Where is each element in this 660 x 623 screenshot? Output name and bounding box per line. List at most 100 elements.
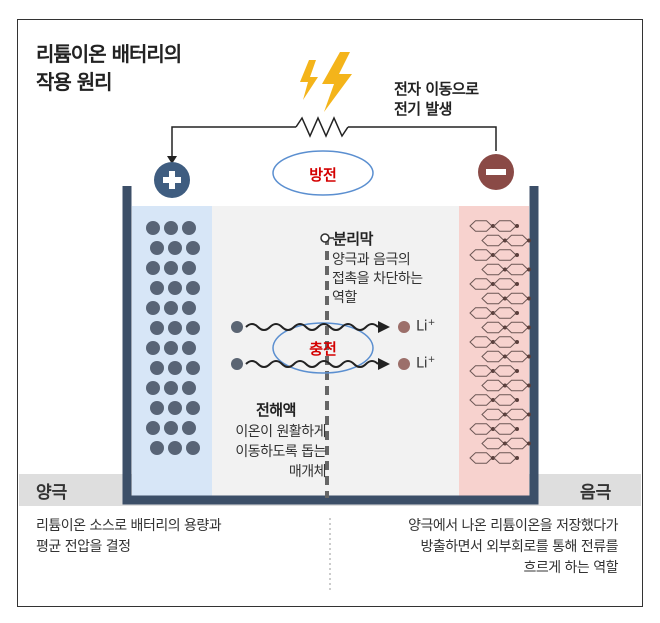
anode-hexagon — [493, 336, 517, 348]
anode-ion-dot — [503, 441, 507, 446]
anode-ion-dot — [491, 253, 495, 257]
cathode-particle — [182, 341, 196, 355]
resistor-icon — [295, 116, 349, 138]
cathode-particle — [186, 321, 200, 335]
anode-desc-line: 양극에서 나온 리튬이온을 저장했다가 — [408, 518, 618, 534]
anode-ion-dot — [491, 456, 495, 460]
cathode-particle — [182, 421, 196, 435]
cathode-particle — [150, 281, 164, 295]
anode-ion-dot — [491, 427, 495, 431]
anode-ion-dot — [503, 296, 507, 301]
cathode-particle — [186, 281, 200, 295]
anode-ion-dot — [491, 369, 495, 373]
anode-hexagon — [505, 321, 529, 334]
cathode-particle — [168, 241, 182, 255]
anode-ion-dot — [503, 325, 507, 330]
info-line: 전자 이동으로 — [394, 80, 479, 98]
anode-hexagon — [505, 234, 529, 247]
cathode-particle — [146, 261, 160, 275]
diagram-title: 리튬이온 배터리의 작용 원리 — [36, 40, 182, 96]
anode-hexagon — [481, 321, 505, 334]
cathode-particle — [182, 301, 196, 315]
circuit-wire-left — [171, 126, 296, 161]
anode-hexagon — [505, 379, 529, 392]
anode-hexagon — [505, 350, 529, 363]
anode-hexagon — [469, 220, 493, 232]
discharge-oval — [272, 150, 374, 196]
charge-oval — [272, 322, 374, 374]
anode-hexagon — [505, 263, 529, 276]
anode-hexagon — [481, 379, 505, 392]
cathode-particle — [168, 281, 182, 295]
ion-path-wave — [245, 360, 379, 368]
anode-ion-dot — [527, 238, 531, 243]
cathode-particle — [182, 221, 196, 235]
anode-hexagon — [469, 394, 493, 406]
anode-hexagon — [469, 249, 493, 261]
anode-hexagon — [481, 234, 505, 247]
separator-marker — [320, 233, 330, 243]
electrolyte-desc-line: 이동하도록 돕는 — [235, 444, 326, 460]
anode-ion-dot — [491, 398, 495, 402]
anode-hexagon — [493, 365, 517, 377]
anode-hexagon — [493, 423, 517, 435]
cathode-desc-line: 리튬이온 소스로 배터리의 용량과 — [36, 518, 222, 534]
anode-hexagon — [493, 249, 517, 261]
anode-ion-dot — [491, 340, 495, 344]
anode-ion-dot — [527, 325, 531, 330]
wire-arrow-icon — [167, 156, 177, 164]
lithium-ion-label: Li+ — [416, 318, 436, 335]
cathode-particle — [168, 361, 182, 375]
ion-source-dot — [231, 321, 243, 333]
info-line: 전기 발생 — [394, 100, 452, 118]
separator-desc-line: 접촉을 차단하는 — [332, 271, 423, 287]
cathode-particle — [150, 441, 164, 455]
anode-hexagon — [493, 307, 517, 319]
cathode-particle — [146, 301, 160, 315]
cathode-particle — [150, 241, 164, 255]
anode-hexagon — [493, 278, 517, 290]
cathode-particle — [146, 421, 160, 435]
anode-hexagon — [481, 350, 505, 363]
anode-desc-line: 방출하면서 외부회로를 통해 전류를 — [420, 539, 618, 555]
cathode-particle — [186, 361, 200, 375]
anode-hexagon — [505, 437, 529, 450]
anode-hexagon — [469, 307, 493, 319]
anode-hexagon — [505, 408, 529, 421]
cathode-particle — [146, 381, 160, 395]
anode-hexagon — [481, 437, 505, 450]
anode-ion-dot — [503, 412, 507, 417]
cathode-particle — [150, 321, 164, 335]
charge-label: 충전 — [309, 340, 337, 358]
title-line: 작용 원리 — [36, 70, 113, 94]
anode-ion-dot — [515, 427, 519, 431]
anode-ion-dot — [503, 383, 507, 388]
electron-info: 전자 이동으로 전기 발생 — [394, 79, 479, 119]
anode-ion-dot — [503, 238, 507, 243]
cathode-particle — [168, 321, 182, 335]
anode-ion-dot — [491, 224, 495, 228]
anode-ion-dot — [503, 267, 507, 272]
anode-hexagon — [481, 408, 505, 421]
anode-hexagon — [493, 394, 517, 406]
cathode-particle — [164, 341, 178, 355]
anode-desc-line: 흐르게 하는 역할 — [523, 560, 618, 576]
separator-desc-line: 양극과 음극의 — [332, 252, 411, 268]
anode-ion-dot — [527, 296, 531, 301]
anode-ion-dot — [491, 311, 495, 315]
lithium-ion-label: Li+ — [416, 355, 436, 372]
cathode-particle — [168, 401, 182, 415]
anode-hexagon — [481, 292, 505, 305]
cathode-particle — [182, 261, 196, 275]
cathode-particle — [186, 441, 200, 455]
anode-ion-dot — [515, 311, 519, 315]
cathode-particle — [146, 341, 160, 355]
title-line: 리튬이온 배터리의 — [36, 42, 182, 66]
anode-ion-dot — [515, 253, 519, 257]
anode-hexagon — [505, 292, 529, 305]
anode-ion-dot — [515, 398, 519, 402]
cathode-description: 리튬이온 소스로 배터리의 용량과 평균 전압을 결정 — [36, 516, 222, 558]
anode-hexagon — [469, 365, 493, 377]
anode-label: 음극 — [580, 483, 612, 503]
separator-label: 분리막 — [333, 230, 373, 248]
